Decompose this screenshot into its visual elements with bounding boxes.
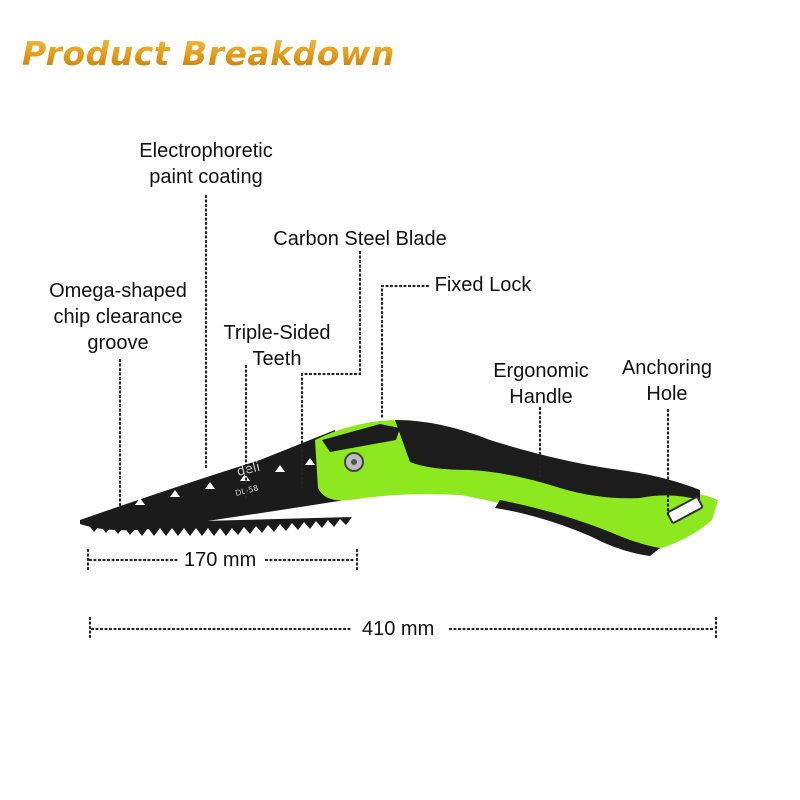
label-triple-sided-teeth: Triple-Sided Teeth: [223, 322, 331, 370]
dimension-total-length: 410 mm: [356, 617, 441, 641]
finger-slots: [545, 492, 618, 523]
anchoring-hole: [666, 496, 704, 524]
leader-blade: [300, 250, 362, 492]
dimension-170: [86, 548, 359, 572]
label-omega-groove: Omega-shaped chip clearance groove: [49, 280, 187, 354]
groove-notches: [135, 458, 315, 505]
dimension-blade-length: 170 mm: [178, 548, 263, 572]
label-fixed-lock: Fixed Lock: [434, 274, 532, 296]
label-ergonomic-handle: Ergonomic Handle: [493, 360, 589, 408]
leader-lock: [380, 284, 430, 422]
label-carbon-steel-blade: Carbon Steel Blade: [273, 228, 447, 250]
saw-teeth: [88, 517, 352, 536]
page-title: Product Breakdown: [22, 34, 395, 73]
blade-brand: deli: [235, 460, 261, 480]
label-electrophoretic-coating: Electrophoretic paint coating: [139, 140, 273, 188]
dimension-410: [88, 616, 718, 642]
lock-button: [322, 424, 400, 452]
handle-black-grip: [395, 420, 700, 500]
handle-black-bottom: [495, 500, 660, 556]
saw-blade: [80, 430, 345, 531]
label-anchoring-hole: Anchoring Hole: [621, 357, 713, 405]
